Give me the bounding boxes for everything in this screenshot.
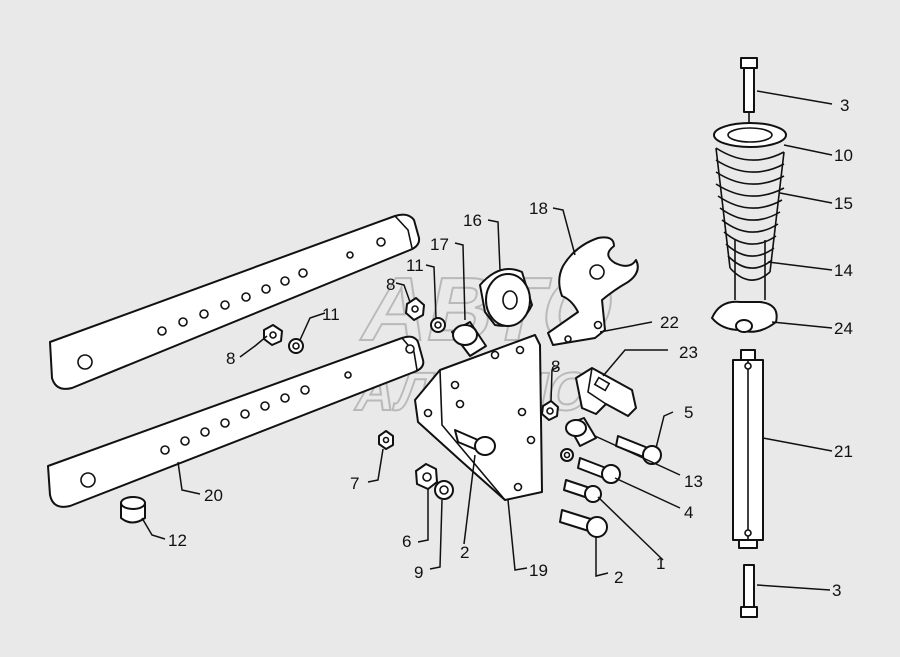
callout-15: 15 xyxy=(834,194,853,213)
bottom-bolt-3 xyxy=(740,564,758,618)
callout-16: 16 xyxy=(463,211,482,230)
callout-20: 20 xyxy=(204,486,223,505)
callout-11-left: 11 xyxy=(322,305,340,324)
callout-8-left: 8 xyxy=(226,349,235,368)
bump-stop-14 xyxy=(734,240,766,300)
nut-8-right xyxy=(541,400,559,421)
callout-3-top: 3 xyxy=(840,96,849,115)
callout-labels: 3 10 15 14 24 21 3 18 16 17 11 8 8 11 22… xyxy=(168,96,853,600)
callout-11-upper: 11 xyxy=(406,256,424,275)
callout-21: 21 xyxy=(834,442,853,461)
washer-11-left xyxy=(288,338,304,354)
callout-10: 10 xyxy=(834,146,853,165)
callout-23: 23 xyxy=(679,343,698,362)
callout-7: 7 xyxy=(350,474,359,493)
shock-absorber-21 xyxy=(732,349,764,549)
callout-2-lower: 2 xyxy=(614,568,623,587)
bolt-2-lower xyxy=(559,509,608,538)
callout-8-right: 8 xyxy=(551,357,560,376)
bolt-2-plate xyxy=(454,429,496,456)
callout-9: 9 xyxy=(414,563,423,582)
callout-8-upper: 8 xyxy=(386,275,395,294)
nut-8-upper xyxy=(405,297,425,321)
bolt-1 xyxy=(563,479,602,503)
lower-arm-holes xyxy=(160,344,415,455)
nut-8-left xyxy=(263,324,283,346)
callout-13: 13 xyxy=(684,472,703,491)
rubber-block-16 xyxy=(479,268,533,327)
callout-18: 18 xyxy=(529,199,548,218)
callout-1: 1 xyxy=(656,554,665,573)
nut-7 xyxy=(378,430,394,450)
nut-6 xyxy=(415,463,438,490)
spacer-17 xyxy=(451,321,487,357)
washer-9 xyxy=(434,480,454,500)
lower-link-arm xyxy=(47,335,425,508)
sleeve-13 xyxy=(565,417,597,447)
callout-17: 17 xyxy=(430,235,449,254)
callout-22: 22 xyxy=(660,313,679,332)
bushing-12 xyxy=(120,496,146,524)
lever-23 xyxy=(575,367,637,417)
bolt-4 xyxy=(577,457,621,484)
callout-5: 5 xyxy=(684,403,693,422)
spring-cup-24 xyxy=(711,300,778,333)
callout-2-plate: 2 xyxy=(460,543,469,562)
washer-small xyxy=(560,448,574,462)
callout-14: 14 xyxy=(834,261,853,280)
cam-bracket-18 xyxy=(547,236,639,346)
callout-3-bottom: 3 xyxy=(832,581,841,600)
callout-4: 4 xyxy=(684,503,693,522)
mounting-plate xyxy=(414,334,543,501)
spring-seat-10 xyxy=(713,122,787,148)
callout-24: 24 xyxy=(834,319,853,338)
leader-lines xyxy=(141,90,833,591)
washer-11-upper xyxy=(430,317,446,333)
upper-arm-holes xyxy=(157,237,386,336)
coil-spring-15 xyxy=(715,147,785,281)
upper-link-arm xyxy=(49,213,421,390)
top-bolt-3 xyxy=(740,57,758,126)
callout-19: 19 xyxy=(529,561,548,580)
bolt-5 xyxy=(615,435,662,465)
callout-6: 6 xyxy=(402,532,411,551)
callout-12: 12 xyxy=(168,531,187,550)
